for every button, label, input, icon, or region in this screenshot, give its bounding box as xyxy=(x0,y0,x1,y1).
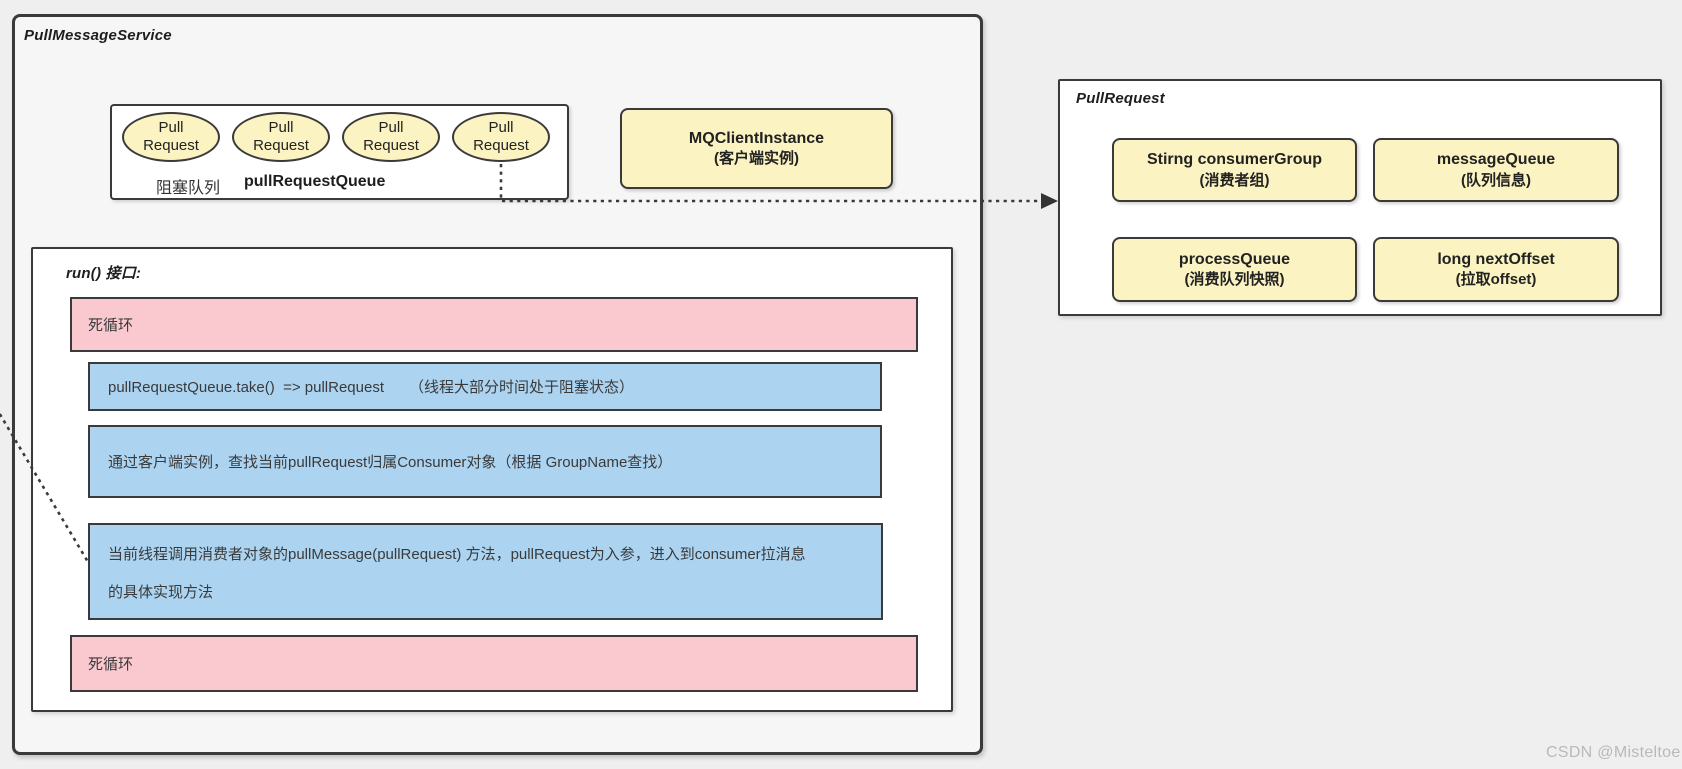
field-desc: (消费队列快照) xyxy=(1184,271,1285,289)
run-interface-title: run() 接口: xyxy=(66,265,142,282)
field-next-offset: long nextOffset (拉取offset) xyxy=(1373,237,1619,302)
infinite-loop-bar-bottom: 死循环 xyxy=(70,635,918,692)
pull-request-ellipse: Pull Request xyxy=(122,112,220,162)
step-pull-message: 当前线程调用消费者对象的pullMessage(pullRequest) 方法，… xyxy=(88,523,883,620)
blocking-queue-label: 阻塞队列 xyxy=(156,180,221,197)
arrow-head-icon xyxy=(1041,193,1058,209)
infinite-loop-bar-top: 死循环 xyxy=(70,297,918,352)
pull-request-title: PullRequest xyxy=(1076,90,1165,107)
pull-request-ellipse: Pull Request xyxy=(342,112,440,162)
field-desc: (队列信息) xyxy=(1461,171,1531,189)
field-name: processQueue xyxy=(1178,250,1291,268)
mq-client-instance-name: MQClientInstance xyxy=(688,129,825,147)
field-name: long nextOffset xyxy=(1437,250,1555,268)
field-name: messageQueue xyxy=(1436,151,1556,169)
mq-client-instance-desc: (客户端实例) xyxy=(714,150,799,168)
step-queue-take: pullRequestQueue.take() => pullRequest （… xyxy=(88,362,882,411)
field-process-queue: processQueue (消费队列快照) xyxy=(1112,237,1357,302)
pull-message-service-title: PullMessageService xyxy=(24,27,172,44)
field-message-queue: messageQueue (队列信息) xyxy=(1373,138,1619,202)
field-desc: (消费者组) xyxy=(1199,171,1270,189)
pull-request-ellipse: Pull Request xyxy=(452,112,550,162)
mq-client-instance-box: MQClientInstance (客户端实例) xyxy=(620,108,893,189)
pull-request-ellipse: Pull Request xyxy=(232,112,330,162)
watermark: CSDN @Misteltoe xyxy=(1546,744,1681,761)
field-consumer-group: Stirng consumerGroup (消费者组) xyxy=(1112,138,1357,202)
pull-request-queue-label: pullRequestQueue xyxy=(244,173,386,190)
field-desc: (拉取offset) xyxy=(1455,271,1537,289)
step-find-consumer: 通过客户端实例，查找当前pullRequest归属Consumer对象（根据 G… xyxy=(88,425,882,498)
field-name: Stirng consumerGroup xyxy=(1146,151,1323,169)
